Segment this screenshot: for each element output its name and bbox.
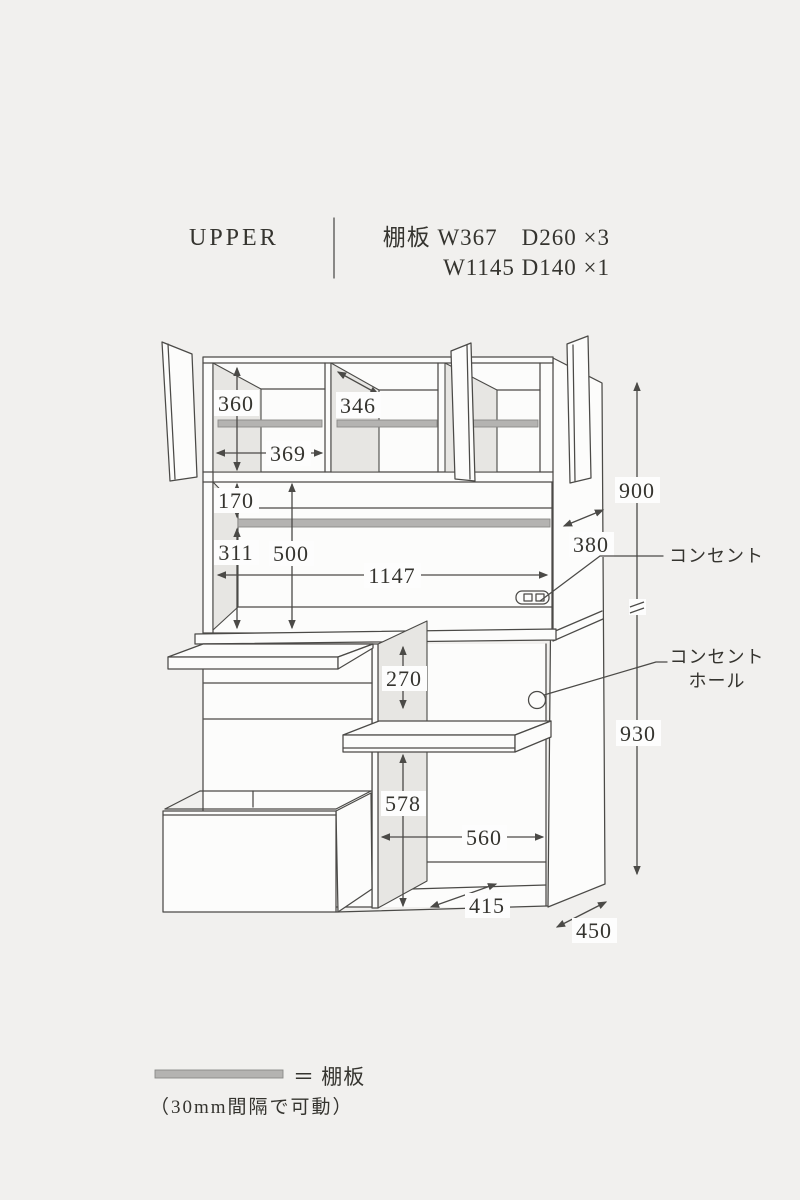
shelf-board: [469, 419, 539, 428]
dim-346-label: 346: [340, 393, 376, 418]
shelf-spec-line2: W1145 D140 ×1: [443, 255, 610, 280]
slide-shelf-right: [342, 720, 552, 753]
dimension-break-mark: [629, 599, 646, 615]
shelf-board: [336, 419, 438, 428]
legend-label: ＝ 棚板: [293, 1065, 365, 1089]
right-door: [566, 335, 592, 484]
dim-578-label: 578: [385, 791, 421, 816]
dim-415-label: 415: [469, 893, 505, 918]
middle-door: [450, 342, 476, 482]
dim-900-label: 900: [619, 478, 655, 503]
legend-shelf-swatch: [154, 1069, 284, 1079]
page-title: UPPER: [189, 225, 279, 251]
dim-500-label: 500: [273, 541, 309, 566]
outlet-leader-line: [539, 555, 664, 602]
dim-270-label: 270: [386, 666, 422, 691]
legend: ＝ 棚板 （30mm間隔で可動）: [150, 1065, 365, 1118]
outlet-hole-callout-line1: コンセント: [670, 647, 765, 667]
center-divider: [371, 620, 428, 909]
outlet-hole: [527, 690, 547, 710]
cabinet-drawing: [161, 335, 606, 913]
dim-170-label: 170: [218, 488, 254, 513]
dim-380-label: 380: [573, 532, 609, 557]
outlet-hole-callout-line2: ホール: [689, 671, 746, 691]
dimension-labels: 360 346 369 170 311 500 1147 380 900 930…: [214, 390, 661, 943]
dim-450-label: 450: [576, 918, 612, 943]
header: UPPER 棚板 W367 D260 ×3 W1145 D140 ×1: [189, 217, 610, 280]
shelf-spec-line1: 棚板 W367 D260 ×3: [383, 225, 610, 250]
dim-560-label: 560: [466, 825, 502, 850]
upper-doors-open: [161, 335, 592, 484]
open-drawer-box: [162, 790, 373, 913]
shelf-board: [217, 419, 323, 428]
dim-360-label: 360: [218, 391, 254, 416]
left-door: [161, 341, 198, 482]
dim-930-label: 930: [620, 721, 656, 746]
outlet-callout: コンセント: [669, 546, 764, 566]
dim-1147-label: 1147: [368, 563, 415, 588]
callouts: コンセント コンセント ホール: [539, 546, 765, 696]
outlet-hole-leader-line: [543, 661, 668, 696]
dim-369-label: 369: [270, 441, 306, 466]
bottom-rail: [335, 905, 548, 913]
countertop-edge: [194, 628, 557, 645]
long-shelf-board: [237, 518, 551, 528]
slide-counter: [167, 643, 374, 670]
dim-311-label: 311: [218, 540, 253, 565]
legend-note: （30mm間隔で可動）: [150, 1096, 354, 1118]
